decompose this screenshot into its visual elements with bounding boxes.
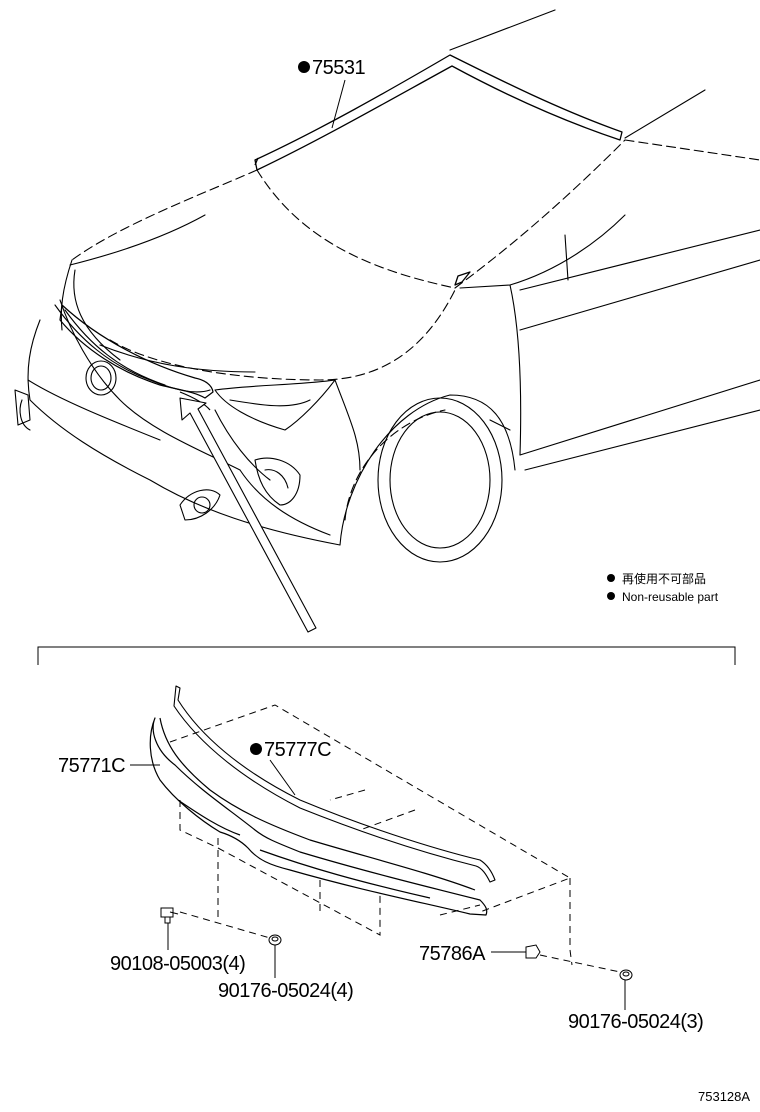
label-75771C: 75771C <box>58 755 125 777</box>
reference-code: 753128A <box>698 1089 750 1104</box>
detail-arrow <box>179 397 317 633</box>
label-90176-05024-b: 90176-05024(3) <box>568 1011 703 1033</box>
windshield-molding-shape <box>254 54 623 286</box>
leader-75531 <box>331 79 346 129</box>
legend-bullet-icon <box>607 574 615 582</box>
label-90108-05003: 90108-05003(4) <box>110 953 245 975</box>
label-90176-05024-a: 90176-05024(4) <box>218 980 353 1002</box>
grille-molding-shape <box>149 717 488 916</box>
label-75786A: 75786A <box>419 943 486 965</box>
hood-molding-shape <box>173 685 496 883</box>
construction-lines <box>169 704 621 973</box>
clip-90176-b <box>619 969 633 981</box>
legend-line-en: Non-reusable part <box>622 590 719 604</box>
legend-bullet-icon <box>607 592 615 600</box>
car-body-outline <box>14 9 760 563</box>
lower-leaders <box>130 759 626 1010</box>
label-75777C: 75777C <box>264 739 331 761</box>
legend: 再使用不可部品 Non-reusable part <box>607 571 719 604</box>
legend-line-jp: 再使用不可部品 <box>622 571 706 586</box>
detail-bracket <box>37 646 736 665</box>
retainer-75786A <box>525 944 541 959</box>
hood-molding-on-car <box>59 304 214 411</box>
bolt-90108 <box>160 907 179 924</box>
label-75531: 75531 <box>312 57 365 79</box>
filled-circle-icon <box>250 743 262 755</box>
clip-90176-a <box>268 934 282 946</box>
filled-circle-icon <box>298 61 310 73</box>
